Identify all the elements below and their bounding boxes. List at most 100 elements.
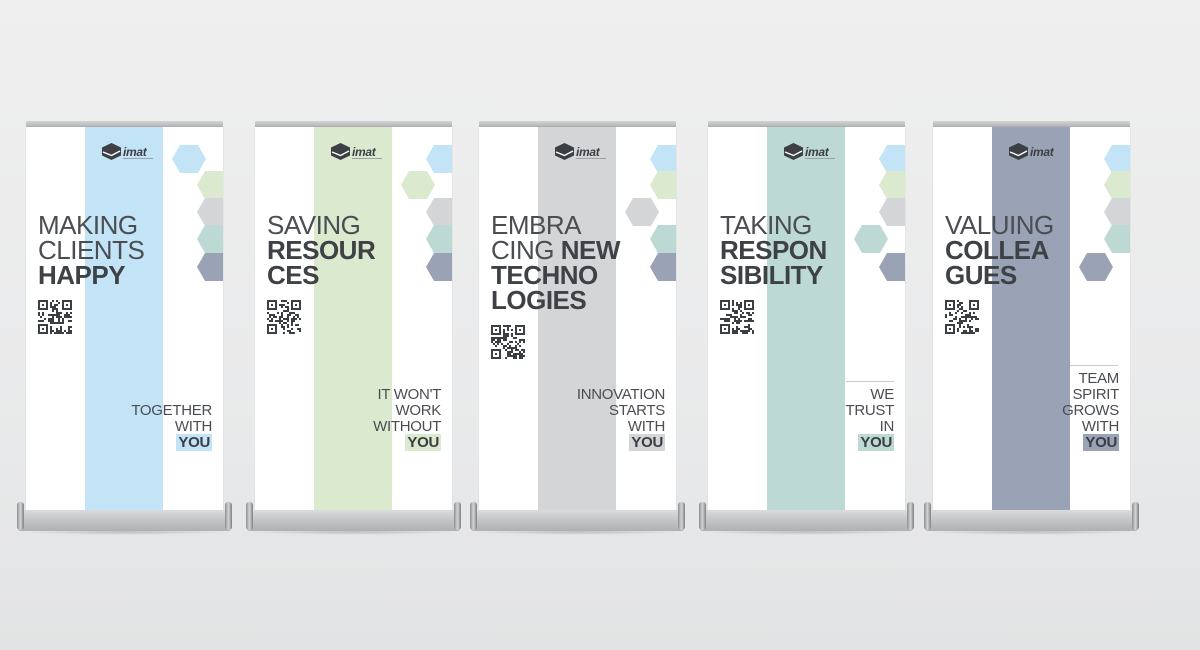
hexagon-icon bbox=[879, 145, 905, 178]
stand-base bbox=[700, 510, 913, 531]
hexagon-icon bbox=[197, 225, 223, 258]
headline-line: CLIENTS bbox=[38, 237, 145, 263]
tagline-rule bbox=[846, 381, 894, 382]
hexagon-icon bbox=[426, 253, 452, 286]
headline-line: COLLEA bbox=[945, 237, 1054, 263]
stand-base bbox=[925, 510, 1138, 531]
hexagon-icon bbox=[401, 171, 435, 204]
banner-top-rail bbox=[708, 121, 905, 128]
headline-line: TECHNO bbox=[491, 260, 620, 290]
hexagon-icon bbox=[172, 145, 206, 178]
hexagon-icon bbox=[426, 145, 452, 178]
headline-line: RESPON bbox=[720, 237, 827, 263]
imat-logo-icon bbox=[555, 143, 574, 160]
headline-line: TAKING bbox=[720, 212, 827, 238]
headline-bold-text: GUES bbox=[945, 260, 1017, 290]
imat-logo-text: imat bbox=[123, 145, 147, 159]
tagline-line: SPIRIT bbox=[1072, 386, 1119, 403]
hexagon-icon bbox=[197, 253, 223, 286]
imat-logo-underline bbox=[805, 158, 835, 159]
tagline-line: WITH bbox=[174, 418, 212, 435]
tagline-line: TOGETHER bbox=[131, 402, 212, 419]
tagline-line: GROWS bbox=[1062, 402, 1119, 419]
imat-logo-icon bbox=[1009, 143, 1028, 160]
headline-bold-text: TECHNO bbox=[491, 260, 598, 290]
tagline-you-highlight: YOU bbox=[858, 434, 894, 451]
tagline-line: YOU bbox=[846, 434, 894, 451]
headline-line: EMBRA bbox=[491, 212, 620, 238]
stand-foot-left bbox=[246, 502, 253, 530]
stand-foot-left bbox=[17, 502, 24, 530]
hexagon-icon bbox=[879, 171, 905, 204]
stand-base bbox=[247, 510, 460, 531]
imat-logo-text: imat bbox=[1030, 145, 1054, 159]
imat-logo-underline bbox=[123, 158, 153, 159]
banner-color-stripe bbox=[538, 127, 616, 513]
tagline-you-highlight: YOU bbox=[1083, 434, 1119, 451]
banner-top-rail bbox=[26, 121, 223, 128]
tagline-line: WITH bbox=[627, 418, 665, 435]
hexagon-icon bbox=[426, 198, 452, 231]
tagline-line: INNOVATION bbox=[576, 386, 665, 403]
tagline-line: WORK bbox=[395, 402, 442, 419]
hexagon-icon bbox=[650, 171, 676, 204]
hexagon-icon bbox=[879, 253, 905, 286]
tagline-line: IN bbox=[879, 418, 895, 435]
imat-logo-text: imat bbox=[576, 145, 600, 159]
stand-base bbox=[471, 510, 684, 531]
stand-foot-right bbox=[225, 502, 232, 530]
headline-light-text: SAVING bbox=[267, 210, 361, 240]
stand-foot-right bbox=[1132, 502, 1139, 530]
stand-foot-right bbox=[454, 502, 461, 530]
stand-foot-right bbox=[678, 502, 685, 530]
headline-line: CES bbox=[267, 262, 375, 288]
tagline-line: WE bbox=[870, 386, 894, 403]
qr-code bbox=[267, 300, 301, 334]
headline-bold-text: RESOUR bbox=[267, 235, 376, 265]
qr-code bbox=[945, 300, 979, 334]
hexagon-icon bbox=[1104, 225, 1130, 258]
tagline-line: YOU bbox=[131, 434, 212, 451]
headline-line: LOGIES bbox=[491, 285, 620, 315]
hexagon-icon bbox=[1104, 145, 1130, 178]
tagline-you-highlight: YOU bbox=[176, 434, 212, 451]
headline-light-text: MAKING bbox=[38, 210, 138, 240]
hexagon-icon bbox=[1079, 253, 1113, 286]
banner-top-rail bbox=[933, 121, 1130, 128]
stand-shadow bbox=[473, 529, 682, 535]
hexagon-icon bbox=[650, 253, 676, 286]
qr-code bbox=[491, 325, 525, 359]
headline-line: HAPPY bbox=[38, 262, 144, 288]
imat-logo-underline bbox=[1030, 158, 1060, 159]
headline-line: RESOUR bbox=[267, 235, 376, 265]
tagline-line: STARTS bbox=[609, 402, 665, 419]
banner-color-stripe bbox=[992, 127, 1070, 513]
banner-color-stripe bbox=[767, 127, 845, 513]
stand-foot-left bbox=[924, 502, 931, 530]
hexagon-icon bbox=[650, 225, 676, 258]
imat-logo-underline bbox=[576, 158, 606, 159]
imat-logo-icon bbox=[102, 143, 121, 160]
hexagon-icon bbox=[197, 198, 223, 231]
stand-base bbox=[18, 510, 231, 531]
tagline-you-highlight: YOU bbox=[405, 434, 441, 451]
hexagon-icon bbox=[426, 225, 452, 258]
headline-light-text: VALUING bbox=[945, 210, 1054, 240]
headline-bold-text: LOGIES bbox=[491, 285, 587, 315]
headline-light-text: CING bbox=[491, 235, 561, 265]
stand-shadow bbox=[249, 529, 458, 535]
tagline-line: YOU bbox=[1062, 434, 1119, 451]
tagline-line: TRUST bbox=[845, 402, 895, 419]
tagline-line: IT WON'T bbox=[377, 386, 441, 403]
